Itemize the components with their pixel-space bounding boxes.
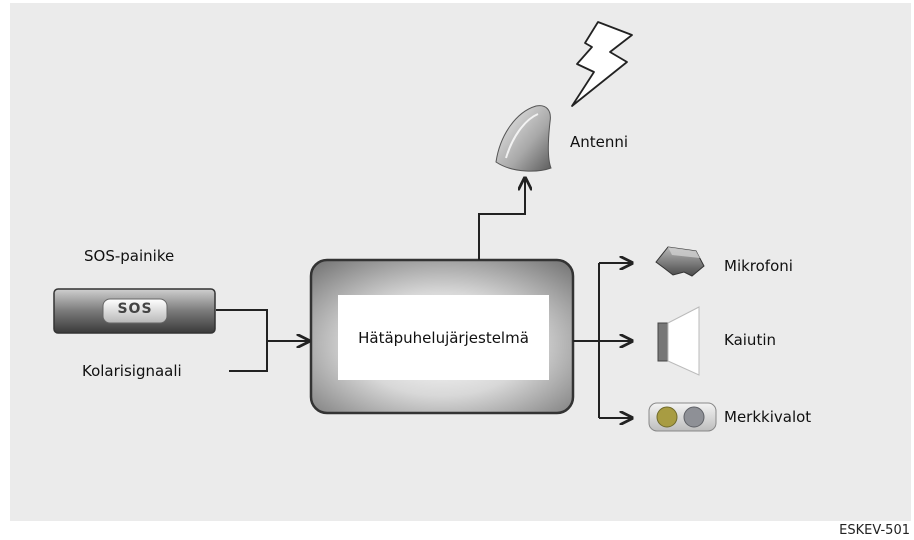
- antenna-connector: [478, 178, 525, 260]
- speaker-label: Kaiutin: [724, 331, 776, 349]
- output-connectors: [573, 263, 632, 418]
- sos-button-text: SOS: [117, 301, 153, 317]
- sos-button-graphic: [53, 288, 216, 334]
- microphone-icon: [655, 246, 705, 277]
- central-system-label: Hätäpuhelujärjestelmä: [338, 295, 549, 380]
- indicator-lights-label: Merkkivalot: [724, 408, 812, 426]
- input-connectors: [216, 309, 309, 372]
- antenna-icon: [495, 105, 552, 172]
- sos-button-caption: SOS-painike: [84, 247, 175, 265]
- indicator-lights-icon: [648, 402, 717, 432]
- microphone-label: Mikrofoni: [724, 257, 793, 275]
- speaker-icon: [657, 306, 700, 376]
- signal-lightning-icon: [571, 21, 633, 107]
- crash-signal-label: Kolarisignaali: [82, 362, 182, 380]
- figure-code: ESKEV-501: [839, 523, 910, 538]
- antenna-label: Antenni: [570, 133, 629, 151]
